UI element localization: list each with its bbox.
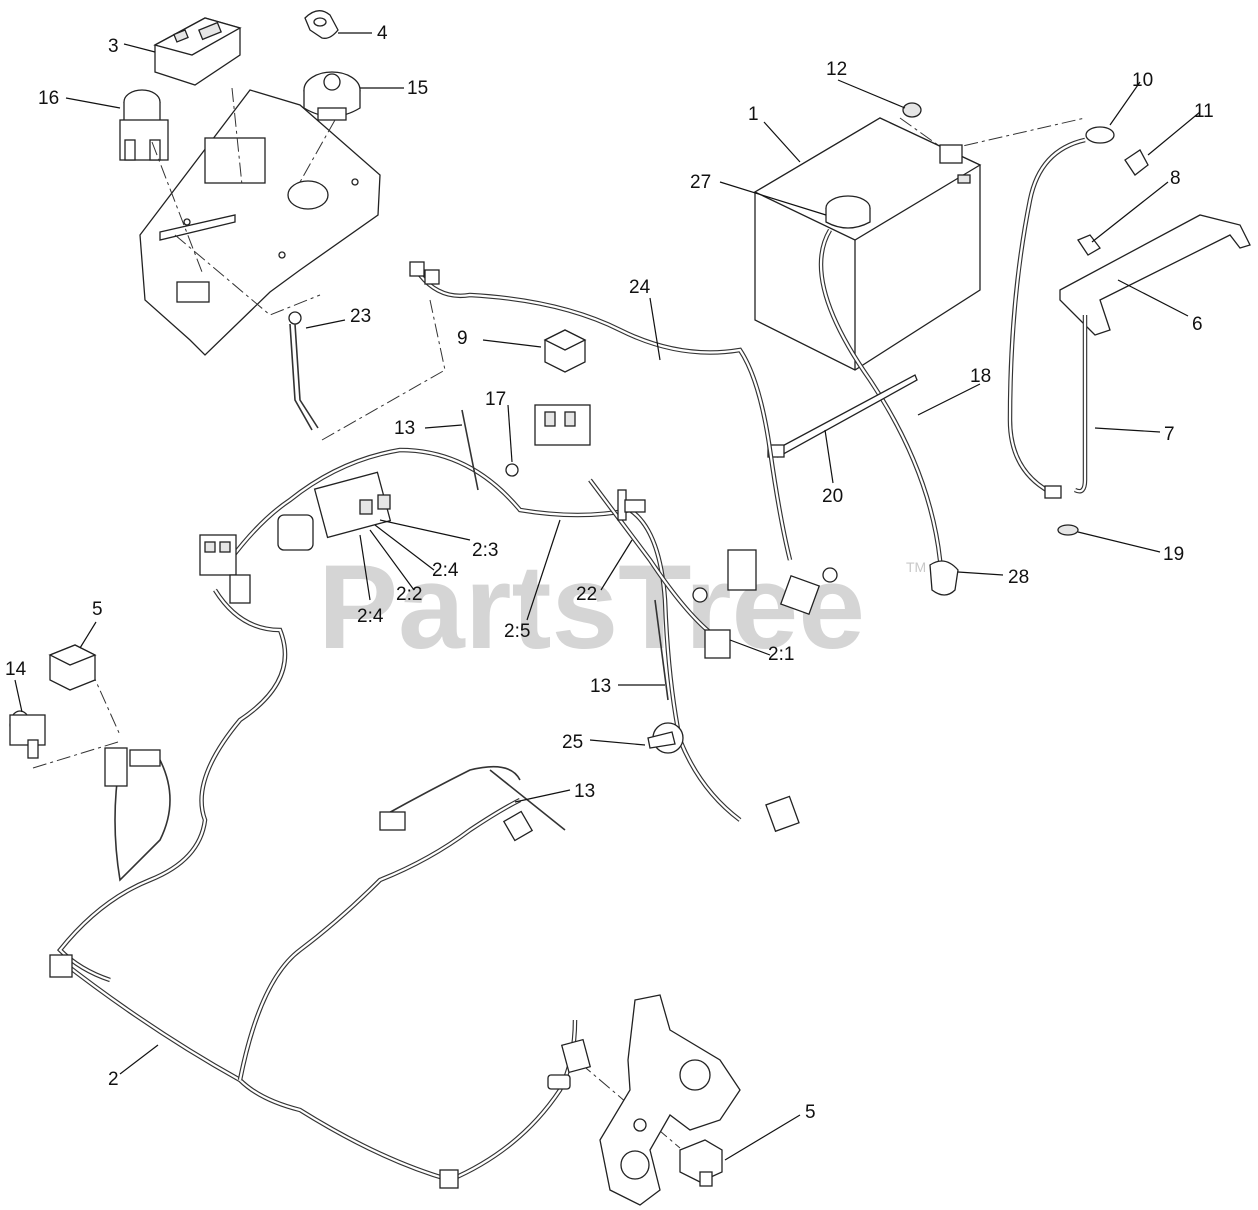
relay-wire-lead [288, 311, 319, 431]
callout-11: 11 [1194, 101, 1214, 122]
relay-socket [534, 404, 591, 446]
callout-2-2: 2:2 [396, 584, 422, 605]
callout-24: 24 [629, 277, 651, 298]
callout-2-4-left: 2:4 [357, 606, 384, 627]
relay [543, 329, 587, 373]
callout-5-upper: 5 [92, 599, 103, 620]
callout-labels: 3 4 15 16 23 1 27 12 10 11 8 6 7 19 28 9… [5, 23, 1214, 1123]
nut [902, 102, 922, 118]
washer [1057, 524, 1079, 536]
callout-16: 16 [38, 88, 59, 109]
harness-clips [617, 489, 676, 749]
main-wire-harness [56, 273, 793, 1183]
callout-2-5: 2:5 [504, 621, 530, 642]
pto-switch [119, 89, 169, 161]
callout-20: 20 [822, 486, 843, 507]
watermark-trademark: TM [906, 559, 926, 575]
ignition-key [304, 10, 339, 39]
callout-13-middle: 13 [590, 676, 611, 697]
screw [505, 463, 519, 477]
callout-19: 19 [1163, 544, 1184, 565]
callout-22: 22 [576, 584, 597, 605]
callout-1: 1 [748, 104, 759, 125]
callout-28: 28 [1008, 567, 1029, 588]
callout-13-upper: 13 [394, 418, 415, 439]
safety-switch-upper [48, 644, 97, 691]
callout-2-3: 2:3 [472, 540, 498, 561]
callout-2-1: 2:1 [768, 644, 794, 665]
safety-switch-lower [679, 1139, 723, 1187]
harness-connectors [49, 261, 838, 1189]
battery [753, 117, 982, 371]
battery-hold-down [1059, 214, 1251, 336]
control-panel [139, 89, 381, 356]
callout-25: 25 [562, 732, 583, 753]
callout-5-lower: 5 [805, 1102, 816, 1123]
bolt [1124, 149, 1149, 176]
battery-cable [818, 228, 959, 596]
harness-cable-ties [461, 409, 669, 831]
callout-6: 6 [1192, 314, 1203, 335]
callout-18: 18 [970, 366, 991, 387]
callout-2-4-right: 2:4 [432, 560, 459, 581]
callout-3: 3 [108, 36, 119, 57]
ignition-switch [303, 71, 361, 121]
callout-15: 15 [407, 78, 428, 99]
ground-cable [1007, 126, 1115, 499]
callout-10: 10 [1132, 70, 1153, 91]
brake-bracket [599, 994, 741, 1206]
seat-switch [9, 710, 46, 759]
callout-12: 12 [826, 59, 847, 80]
hold-down-rod [1073, 315, 1088, 494]
callout-23: 23 [350, 306, 371, 327]
callout-9: 9 [457, 328, 468, 349]
callout-4: 4 [377, 23, 388, 44]
callout-17: 17 [485, 389, 506, 410]
callout-27: 27 [690, 172, 711, 193]
watermark-text: PartsTree [318, 540, 865, 674]
leader-lines [14, 32, 1201, 1161]
callout-14: 14 [5, 659, 27, 680]
wing-nut [1077, 234, 1101, 256]
callout-2: 2 [108, 1069, 119, 1090]
callout-8: 8 [1170, 168, 1181, 189]
callout-7: 7 [1164, 424, 1175, 445]
cable-tie [767, 374, 918, 458]
hour-meter [153, 17, 242, 86]
callout-13-lower: 13 [574, 781, 595, 802]
